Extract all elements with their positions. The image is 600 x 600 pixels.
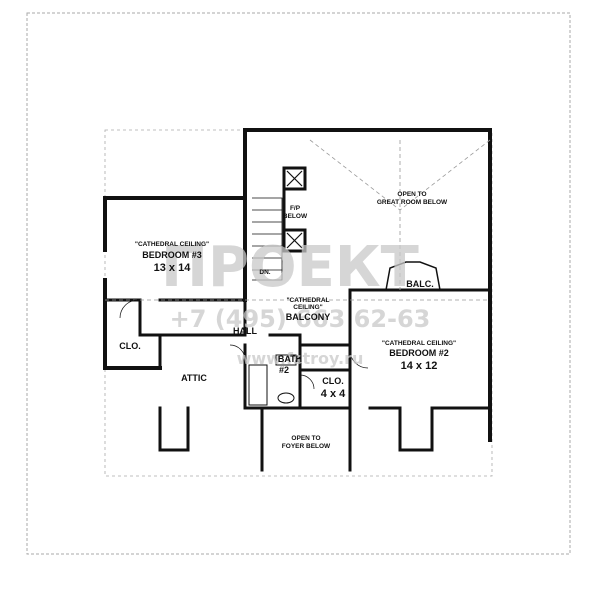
great-room-ceiling-lines <box>309 139 491 290</box>
closet-small-label: CLO. <box>119 341 141 351</box>
foyer-line1: OPEN TO <box>291 435 320 442</box>
bedroom3-size: 13 x 14 <box>154 262 192 274</box>
hall-label: HALL <box>233 326 257 336</box>
fireplace-line1: F/P <box>290 205 301 212</box>
chimney-marks <box>286 170 303 249</box>
bedroom2-size: 14 x 12 <box>401 360 438 372</box>
bedroom3-name: BEDROOM #3 <box>142 250 202 260</box>
closet-walk-size: 4 x 4 <box>321 388 346 400</box>
stair-dn: DN. <box>259 269 270 276</box>
balcony-note2: CEILING" <box>293 304 322 311</box>
balc-label: BALC. <box>406 279 434 289</box>
great-room-line2: GREAT ROOM BELOW <box>377 199 448 206</box>
balcony-note1: "CATHEDRAL <box>286 297 329 304</box>
bath-name: BATH <box>278 354 302 364</box>
bedroom3-note: "CATHEDRAL CEILING" <box>135 241 209 248</box>
bedroom2-note: "CATHEDRAL CEILING" <box>382 340 456 347</box>
watermark-logo: ПРОЕКТ <box>161 235 419 300</box>
watermark-url: www.fstroy.ru <box>237 349 364 368</box>
bath-num: #2 <box>279 365 289 375</box>
closet-walk-label: CLO. <box>322 376 344 386</box>
balc-bay <box>385 261 441 291</box>
fireplace-line2: BELOW <box>283 213 308 220</box>
foyer-line2: FOYER BELOW <box>282 443 331 450</box>
stair <box>252 197 283 281</box>
watermark-phone: +7 (495) 663 62-63 <box>170 305 431 333</box>
bedroom2-name: BEDROOM #2 <box>389 348 449 358</box>
exterior-walls <box>103 128 492 442</box>
door-swings <box>119 299 369 390</box>
interior-walls <box>103 166 492 472</box>
balcony-name: BALCONY <box>286 312 331 322</box>
outer-frame <box>26 12 571 555</box>
attic-label: ATTIC <box>181 373 207 383</box>
bath-fixtures <box>248 354 297 406</box>
great-room-line1: OPEN TO <box>397 191 426 198</box>
